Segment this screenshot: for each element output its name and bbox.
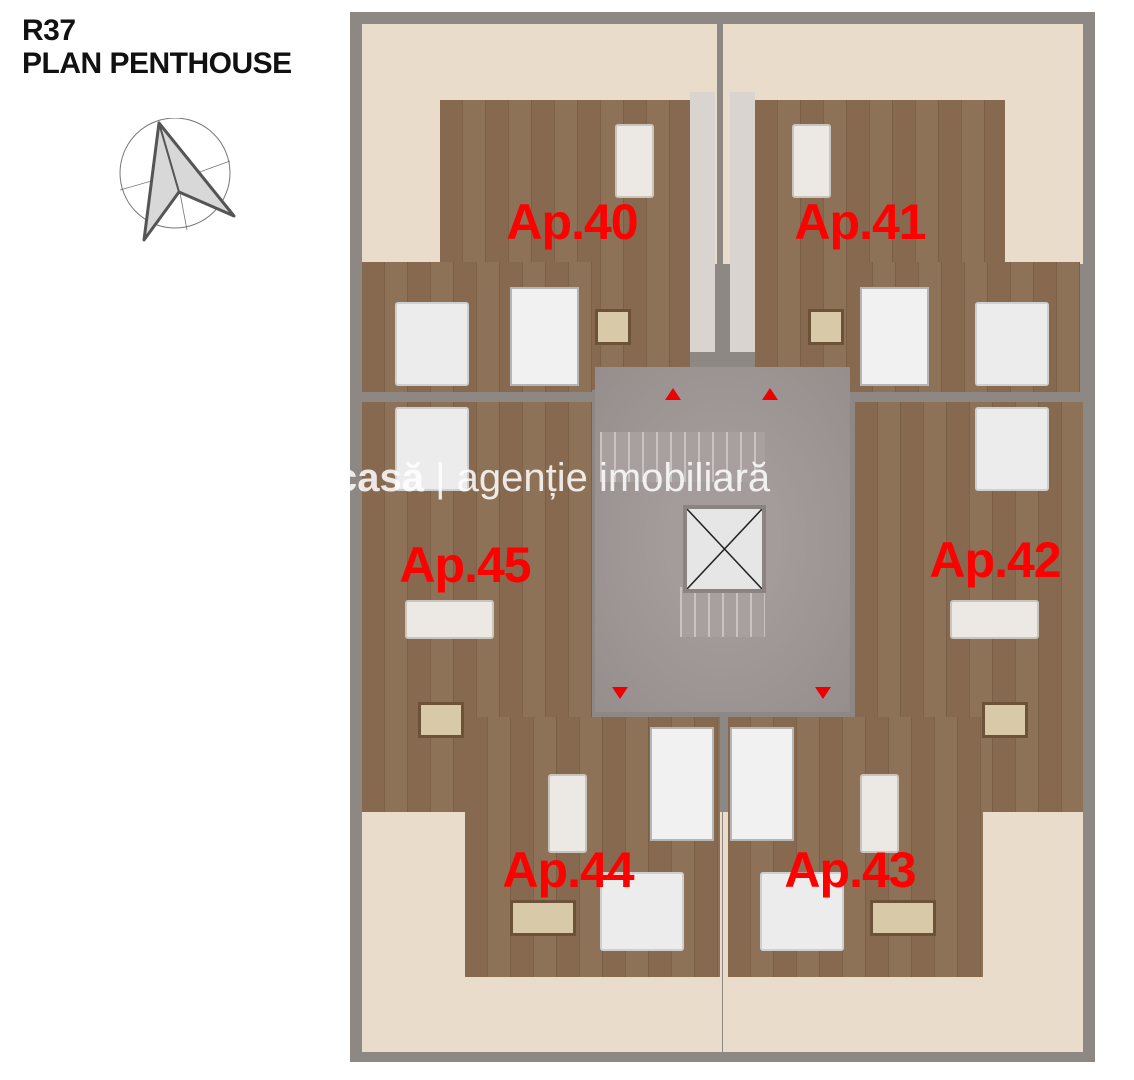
plan-title: R37 PLAN PENTHOUSE xyxy=(22,14,292,80)
corridor-left xyxy=(690,92,715,352)
watermark: casă | agenție imobiliară xyxy=(335,455,770,501)
dining-table xyxy=(595,309,631,345)
bed xyxy=(975,407,1049,491)
apartment-label-43: Ap.43 xyxy=(784,842,916,898)
bed xyxy=(975,302,1049,386)
dining-table xyxy=(510,900,576,936)
watermark-brand: casă xyxy=(335,456,424,500)
sofa xyxy=(548,774,587,853)
elevator-shaft xyxy=(683,505,766,593)
stairs xyxy=(600,432,765,482)
stairs xyxy=(680,587,765,637)
sofa xyxy=(615,124,654,198)
bathroom xyxy=(860,287,929,386)
sofa xyxy=(792,124,831,198)
bed xyxy=(600,872,684,951)
bed xyxy=(760,872,844,951)
dining-table xyxy=(870,900,936,936)
entrance-arrow-icon xyxy=(815,687,831,699)
bathroom xyxy=(730,727,794,841)
sofa xyxy=(860,774,899,853)
apartment-label-45: Ap.45 xyxy=(399,537,531,593)
bathroom xyxy=(510,287,579,386)
watermark-separator: | xyxy=(435,456,446,500)
sofa xyxy=(405,600,494,639)
elevator-cross-icon xyxy=(686,508,763,590)
corridor-right xyxy=(730,92,755,352)
building-code: R37 xyxy=(22,14,76,47)
apartment-label-42: Ap.42 xyxy=(929,532,1061,588)
dining-table xyxy=(418,702,464,738)
dining-table xyxy=(982,702,1028,738)
dining-table xyxy=(808,309,844,345)
apartment-label-40: Ap.40 xyxy=(506,194,638,250)
bed xyxy=(395,302,469,386)
bathroom xyxy=(650,727,714,841)
bed xyxy=(395,407,469,491)
entrance-arrow-icon xyxy=(665,388,681,400)
entrance-arrow-icon xyxy=(612,687,628,699)
sofa xyxy=(950,600,1039,639)
apartment-label-44: Ap.44 xyxy=(502,842,634,898)
apartment-label-41: Ap.41 xyxy=(794,194,926,250)
watermark-text: agenție imobiliară xyxy=(456,456,771,500)
entrance-arrow-icon xyxy=(762,388,778,400)
north-arrow-icon xyxy=(119,118,236,242)
plan-name: PLAN PENTHOUSE xyxy=(22,47,292,80)
